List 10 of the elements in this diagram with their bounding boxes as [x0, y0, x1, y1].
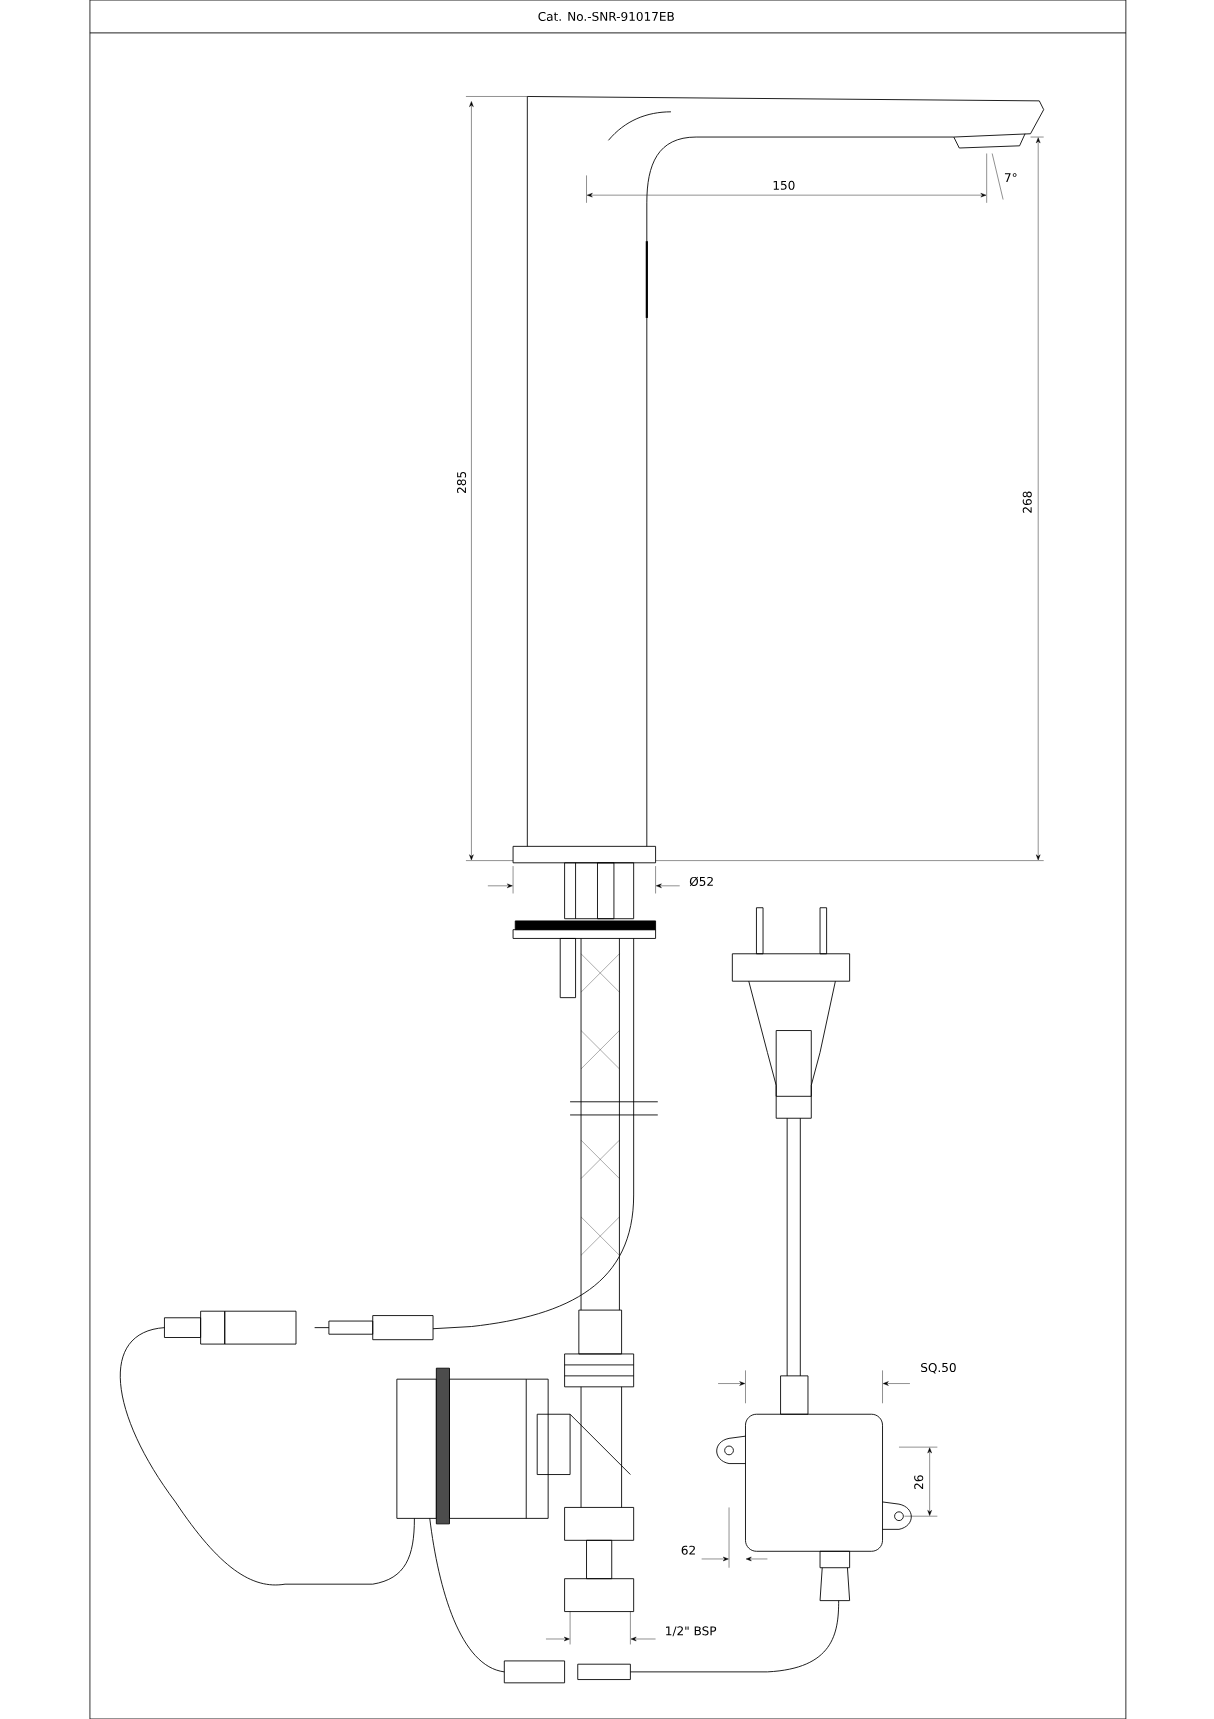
dimension-label: 26: [914, 1475, 924, 1489]
dimension-label: 268: [1022, 491, 1032, 513]
dimension-label: 1/2" BSP: [666, 1626, 717, 1637]
dimension-label: 150: [773, 180, 795, 190]
dimension-label: Ø52: [690, 876, 714, 887]
dimension-label: SQ.50: [921, 1362, 956, 1374]
dimension-label: 285: [457, 471, 467, 493]
dimension-label: 7°: [1005, 173, 1017, 183]
dimension-label: 62: [681, 1545, 696, 1555]
title: Cat. No.-SNR-91017EB: [538, 11, 675, 21]
